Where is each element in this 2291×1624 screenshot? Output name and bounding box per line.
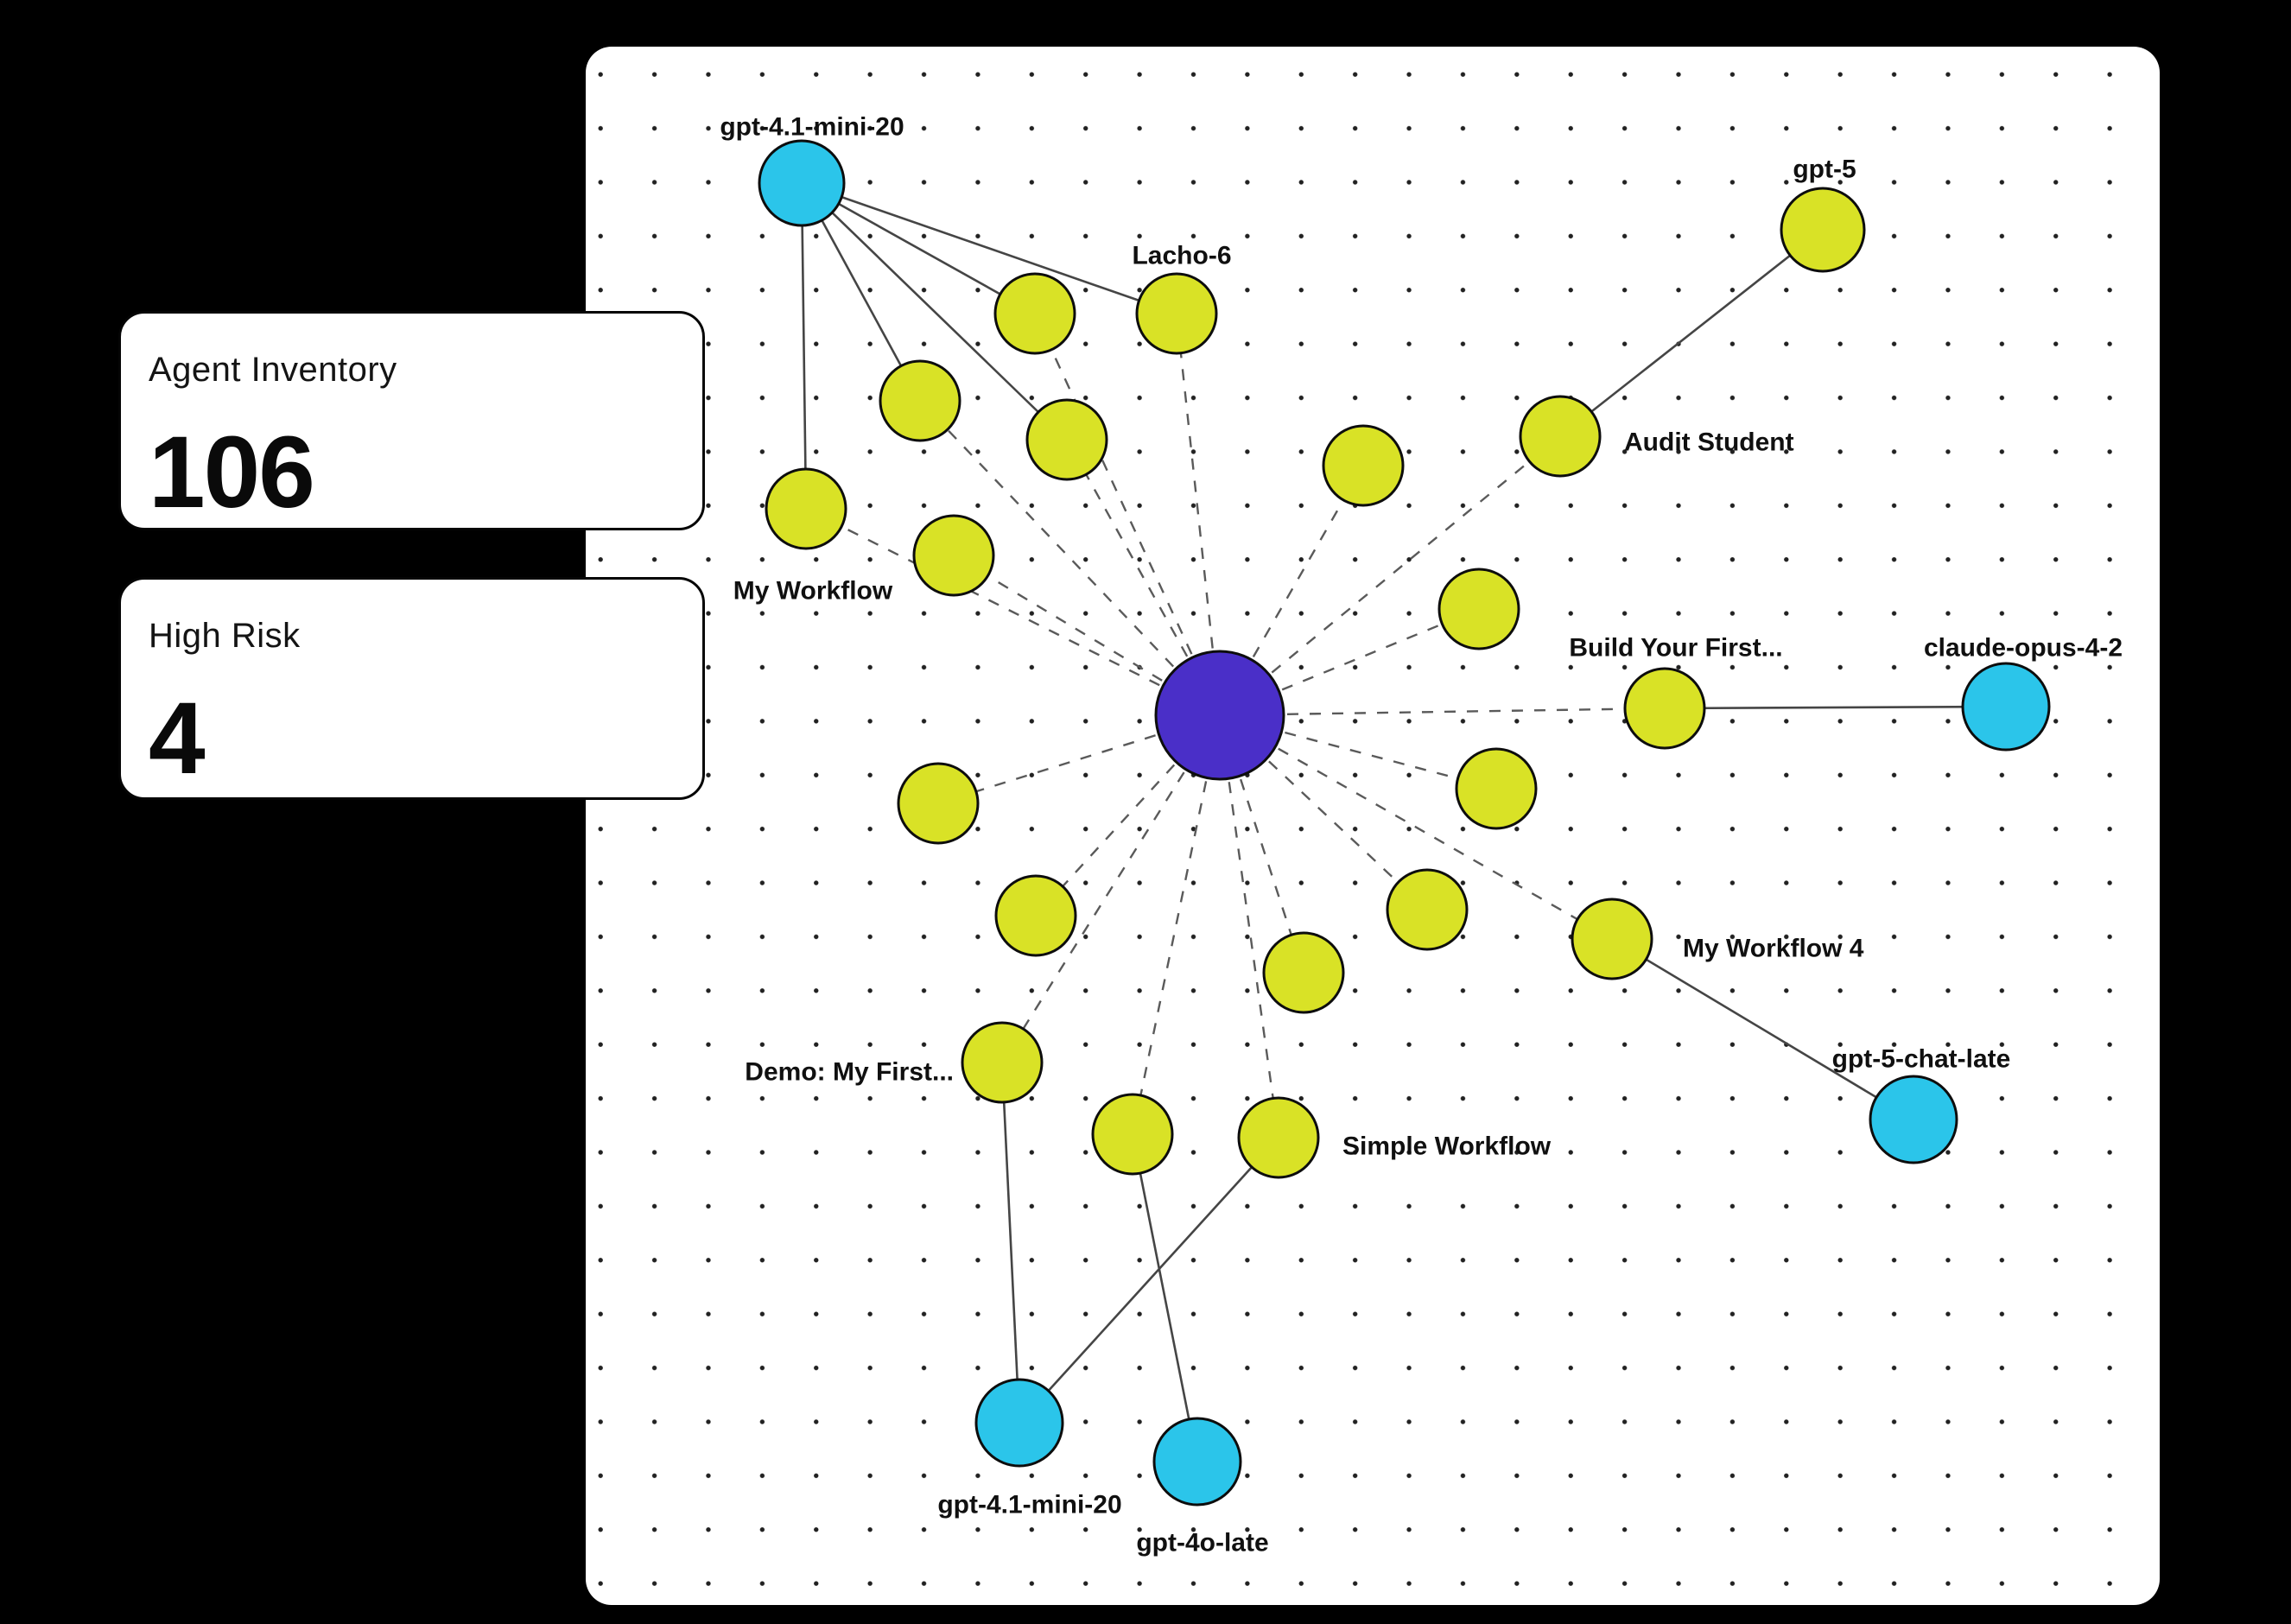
node-w18[interactable] (1091, 1093, 1174, 1176)
node-w9[interactable] (1437, 568, 1520, 650)
edge-m1-w5 (800, 182, 808, 510)
node-label: gpt-4o-late (1136, 1529, 1268, 1557)
node-gpt-4-1-mini-20[interactable] (758, 139, 846, 227)
node-label: My Workflow 4 (1683, 935, 1864, 963)
stat-card-title: High Risk (149, 617, 301, 655)
edge-m5-w17 (1000, 1062, 1021, 1424)
node-w6[interactable] (912, 514, 995, 597)
node-label: gpt-5-chat-late (1832, 1045, 2011, 1074)
edge-m1-w2 (801, 181, 1177, 315)
node-w11[interactable] (1455, 747, 1538, 830)
node-label: Demo: My First... (745, 1058, 954, 1087)
node-label: Audit Student (1624, 428, 1794, 457)
edge-hub-w1 (1033, 313, 1222, 716)
node-simple-workflow[interactable] (1237, 1096, 1320, 1179)
node-label: Lacho-6 (1132, 242, 1231, 270)
node-lacho-6[interactable] (1135, 272, 1218, 355)
node-w3[interactable] (879, 359, 961, 442)
node-label: claude-opus-4-2 (1924, 634, 2123, 663)
stat-card-high-risk: High Risk 4 (118, 577, 705, 800)
node-label: Build Your First... (1569, 634, 1782, 663)
edge-hub-w5 (805, 507, 1221, 717)
edge-hub-w15 (1219, 714, 1613, 941)
edge-hub-w10 (1219, 707, 1666, 717)
edge-m5-w19 (1019, 1137, 1279, 1424)
node-my-workflow[interactable] (765, 467, 847, 550)
node-gpt-4o-late[interactable] (1152, 1417, 1242, 1507)
node-gpt-4-1-mini-20[interactable] (974, 1378, 1064, 1468)
node-w13[interactable] (994, 874, 1077, 957)
node-w16[interactable] (1262, 931, 1345, 1014)
graph-canvas[interactable] (586, 47, 2160, 1605)
node-label: gpt-4.1-mini-20 (937, 1491, 1121, 1519)
edge-hub-w17 (1000, 714, 1222, 1063)
node-my-workflow-4[interactable] (1571, 898, 1653, 980)
node-label: gpt-4.1-mini-20 (720, 113, 904, 142)
node-demo-my-first[interactable] (961, 1021, 1044, 1104)
node-gpt-5[interactable] (1780, 187, 1866, 273)
node-hub[interactable] (1154, 650, 1285, 781)
stat-card-value: 4 (149, 682, 206, 796)
edge-m3-w10 (1664, 705, 2007, 710)
stat-card-value: 106 (149, 416, 315, 530)
stat-card-title: Agent Inventory (149, 351, 397, 389)
node-w1[interactable] (993, 272, 1076, 355)
edge-m1-w4 (801, 182, 1068, 441)
node-audit-student[interactable] (1519, 395, 1602, 478)
edge-m4-w15 (1611, 937, 1914, 1121)
edge-hub-w18 (1131, 714, 1222, 1135)
node-w12[interactable] (897, 762, 980, 845)
node-label: Simple Workflow (1342, 1132, 1552, 1161)
edge-hub-w3 (919, 400, 1221, 716)
edge-m1-w1 (801, 181, 1036, 315)
edge-hub-w19 (1218, 714, 1280, 1139)
node-w7[interactable] (1322, 424, 1405, 507)
node-gpt-5-chat-late[interactable] (1869, 1075, 1958, 1164)
node-label: My Workflow (733, 577, 893, 606)
edge-m2-w8 (1559, 228, 1824, 438)
node-w4[interactable] (1025, 398, 1108, 481)
edge-m6-w18 (1131, 1133, 1199, 1462)
node-w14[interactable] (1386, 868, 1469, 951)
stat-card-agent-inventory: Agent Inventory 106 (118, 311, 705, 530)
node-build-your-first[interactable] (1623, 667, 1706, 750)
node-claude-opus-4-2[interactable] (1961, 662, 2051, 752)
edge-hub-w8 (1219, 435, 1561, 716)
node-label: gpt-5 (1793, 155, 1856, 184)
